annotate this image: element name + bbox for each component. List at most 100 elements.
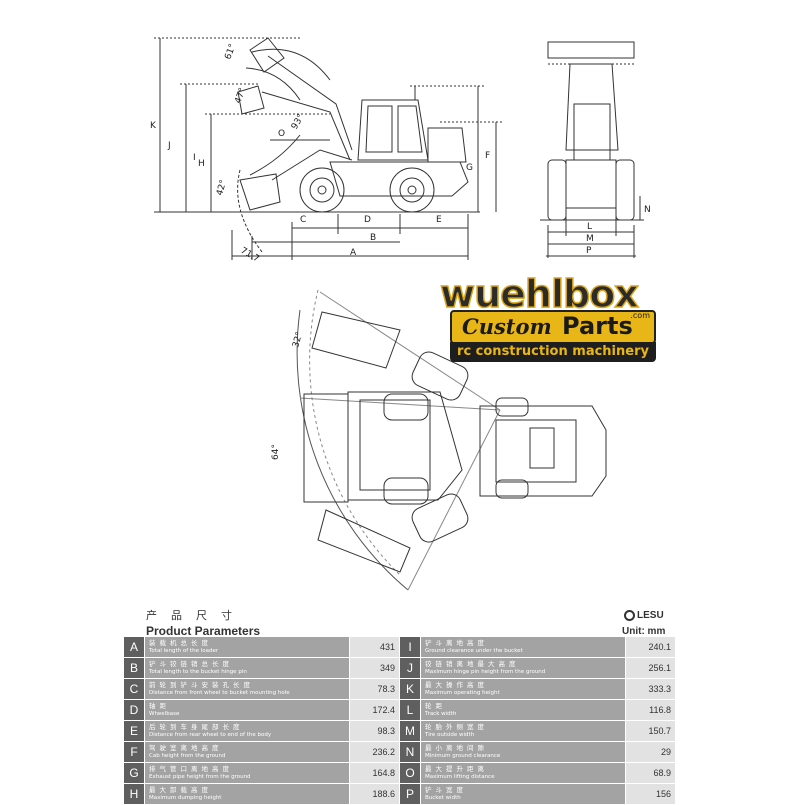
logo-parts-text: Parts (562, 312, 633, 340)
label-P: P (586, 246, 592, 256)
param-letter: E (123, 720, 145, 742)
label-angle-47: 47° (233, 87, 248, 105)
param-desc-en: Maximum operating height (425, 690, 500, 696)
param-desc-cn: 驾驶室离地高度 (149, 744, 223, 752)
label-O: O (278, 129, 285, 139)
technical-drawing: 61° 47° 93° 42° 71.7 K J I H O C D E B A… (150, 37, 651, 591)
param-value: 98.3 (349, 720, 400, 742)
param-letter: K (399, 678, 421, 700)
label-A: A (350, 248, 357, 258)
param-desc-en: Maximum lifting distance (425, 774, 495, 780)
param-desc-cn: 轮胎外侧宽度 (425, 723, 488, 731)
param-value: 188.6 (349, 783, 400, 805)
param-letter: C (123, 678, 145, 700)
side-view (154, 37, 502, 260)
label-C: C (300, 215, 306, 225)
param-desc-en: Exhaust pipe height from the ground (149, 774, 251, 780)
param-letter: D (123, 699, 145, 721)
param-desc-en: Maximum hinge pin height from the ground (425, 669, 546, 675)
label-E: E (436, 215, 442, 225)
param-letter: M (399, 720, 421, 742)
param-value: 256.1 (625, 657, 676, 679)
lesu-brand: LESU (624, 610, 664, 621)
logo-subtitle: rc construction machinery (450, 342, 656, 362)
unit-label: Unit: mm (622, 626, 666, 637)
param-desc-en: Maximum dumping height (149, 795, 222, 801)
label-angle-71: 71.7 (239, 246, 261, 265)
label-angle-32: 32° (291, 331, 305, 349)
param-value: 431 (349, 636, 400, 658)
param-desc-cn: 排气管口离地高度 (149, 765, 233, 773)
param-desc-cn: 最小离地间隙 (425, 744, 488, 752)
param-desc-en: Ground clearance under the bucket (425, 648, 523, 654)
param-desc-cn: 前轮到铲斗安装孔长度 (149, 681, 254, 689)
label-B: B (370, 233, 376, 243)
params-heading: 产品尺寸 Product Parameters (146, 607, 260, 638)
params-title-cn: 产品尺寸 (146, 609, 246, 622)
param-desc-cn: 铲斗铰链销总长度 (149, 660, 233, 668)
param-desc-cn: 铲斗离地高度 (425, 639, 488, 647)
param-desc-cn: 轴距 (149, 702, 170, 710)
param-desc-cn: 轮距 (425, 702, 446, 710)
param-letter: N (399, 741, 421, 763)
param-value: 68.9 (625, 762, 676, 784)
param-value: 240.1 (625, 636, 676, 658)
param-desc-en: Wheelbase (149, 711, 180, 717)
param-desc-en: Total length to the bucket hinge pin (149, 669, 247, 675)
param-desc-cn: 装载机总长度 (149, 639, 212, 647)
param-desc-cn: 铲斗宽度 (425, 786, 467, 794)
param-value: 78.3 (349, 678, 400, 700)
label-N: N (644, 205, 651, 215)
param-value: 236.2 (349, 741, 400, 763)
param-letter: H (123, 783, 145, 805)
params-title-en: Product Parameters (146, 624, 261, 638)
logo-custom-parts-badge: Custom Parts .com (450, 310, 656, 344)
brand-name: LESU (637, 610, 664, 622)
label-K: K (150, 121, 157, 131)
label-G: G (466, 163, 473, 173)
label-angle-61: 61° (223, 43, 238, 61)
param-value: 164.8 (349, 762, 400, 784)
dimension-labels: 61° 47° 93° 42° 71.7 K J I H O C D E B A… (150, 43, 651, 460)
logo-com-text: .com (630, 311, 650, 320)
label-angle-42: 42° (215, 179, 229, 197)
param-desc-cn: 铰链销离地最大高度 (425, 660, 520, 668)
label-angle-64: 64° (271, 444, 281, 460)
param-desc-cn: 最大卸载高度 (149, 786, 212, 794)
param-desc-en: Distance from front wheel to bucket moun… (149, 690, 290, 696)
logo-custom-text: Custom (462, 314, 552, 339)
label-D: D (364, 215, 371, 225)
label-H: H (198, 159, 205, 169)
param-value: 172.4 (349, 699, 400, 721)
gear-icon (624, 610, 635, 621)
top-view (296, 289, 607, 591)
param-desc-en: Tire outside width (425, 732, 475, 738)
param-letter: L (399, 699, 421, 721)
param-value: 333.3 (625, 678, 676, 700)
param-desc-en: Total length of the loader (149, 648, 219, 654)
param-desc-cn: 最大提升距离 (425, 765, 488, 773)
param-desc-en: Track width (425, 711, 457, 717)
param-letter: G (123, 762, 145, 784)
param-value: 116.8 (625, 699, 676, 721)
param-desc-en: Minimum ground clearance (425, 753, 501, 759)
wuehlbox-logo: wuehlbox Custom Parts .com rc constructi… (439, 271, 658, 364)
logo-wordmark: wuehlbox (439, 271, 639, 317)
label-angle-93: 93° (290, 113, 307, 132)
